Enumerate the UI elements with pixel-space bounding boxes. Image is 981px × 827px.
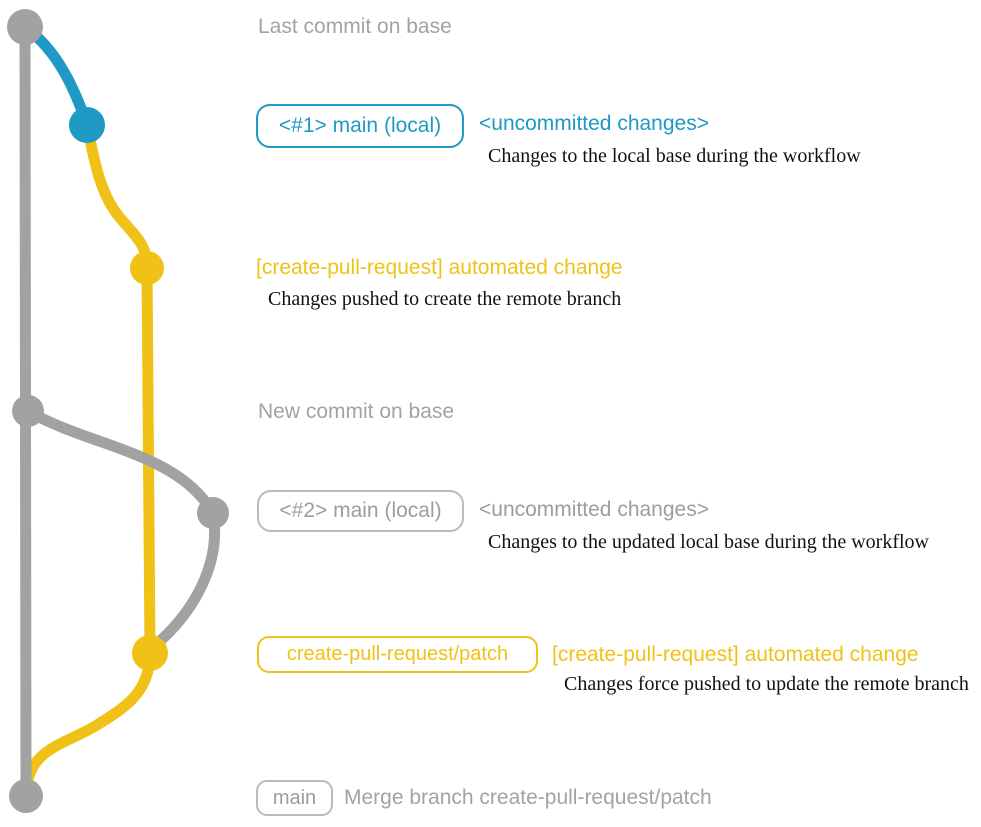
commit-dot-merge-commit bbox=[9, 779, 43, 813]
gray-branch-curve bbox=[22, 405, 220, 654]
uncommitted-changes-desc-1: Changes to the local base during the wor… bbox=[488, 145, 861, 167]
new-commit-label: New commit on base bbox=[258, 400, 455, 423]
branch-label-main-local-2: <#2> main (local) bbox=[257, 490, 464, 532]
branch-label-main-local-1: <#1> main (local) bbox=[256, 104, 464, 148]
commit-dot-uncommitted-changes-2 bbox=[197, 497, 229, 529]
automated-change-title-2: [create-pull-request] automated change bbox=[552, 643, 919, 666]
commit-dot-uncommitted-changes-1 bbox=[69, 107, 105, 143]
automated-change-title-1: [create-pull-request] automated change bbox=[256, 256, 623, 279]
commit-dot-new-commit-on-base bbox=[12, 395, 44, 427]
uncommitted-changes-desc-2: Changes to the updated local base during… bbox=[488, 531, 929, 553]
commit-dot-automated-change-1 bbox=[130, 251, 164, 285]
automated-change-desc-1: Changes pushed to create the remote bran… bbox=[268, 288, 622, 310]
commit-dot-last-commit-on-base bbox=[7, 9, 43, 45]
automated-change-desc-2: Changes force pushed to update the remot… bbox=[564, 673, 969, 695]
branch-label-main: main bbox=[256, 780, 333, 816]
merge-commit-message: Merge branch create-pull-request/patch bbox=[344, 786, 712, 809]
last-commit-label: Last commit on base bbox=[258, 15, 452, 38]
commit-dot-automated-change-2 bbox=[132, 635, 168, 671]
git-graph bbox=[7, 9, 229, 813]
yellow-branch-curve-top bbox=[81, 119, 153, 274]
uncommitted-changes-title-1: <uncommitted changes> bbox=[479, 112, 709, 135]
yellow-merge-curve bbox=[20, 647, 156, 802]
branch-label-create-pull-request-patch: create-pull-request/patch bbox=[257, 636, 538, 673]
uncommitted-changes-title-2: <uncommitted changes> bbox=[479, 498, 709, 521]
